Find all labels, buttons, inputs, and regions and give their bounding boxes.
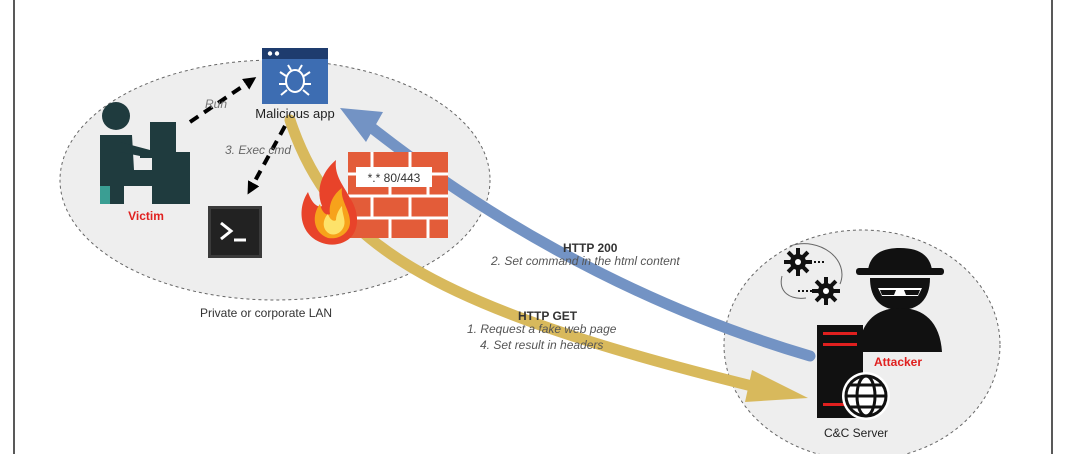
globe-icon (842, 372, 890, 420)
httpget-desc2: 4. Set result in headers (480, 338, 603, 352)
malicious-app-icon (262, 48, 328, 104)
http200-title: HTTP 200 (563, 241, 618, 255)
exec-cmd-label: 3. Exec cmd (225, 143, 291, 157)
attacker-label: Attacker (874, 355, 922, 369)
flame-icon (301, 160, 358, 245)
httpget-title: HTTP GET (518, 309, 578, 323)
firewall-rule-label: *.* 80/443 (368, 171, 421, 185)
exec-cmd-arrow (247, 125, 287, 195)
malicious-app-label: Malicious app (255, 106, 335, 121)
victim-label: Victim (128, 209, 164, 223)
terminal-icon (208, 206, 262, 258)
httpget-desc1: 1. Request a fake web page (467, 322, 617, 336)
cc-server-label: C&C Server (824, 426, 888, 440)
run-label: Run (205, 97, 227, 111)
http-get-arrow (284, 114, 808, 402)
firewall-icon (348, 152, 448, 238)
run-arrow (188, 77, 257, 124)
lan-label: Private or corporate LAN (200, 306, 332, 320)
victim-icon (100, 102, 190, 204)
gears-icon (780, 243, 843, 305)
attacker-icon (856, 248, 944, 352)
http200-desc: 2. Set command in the html content (490, 254, 680, 268)
